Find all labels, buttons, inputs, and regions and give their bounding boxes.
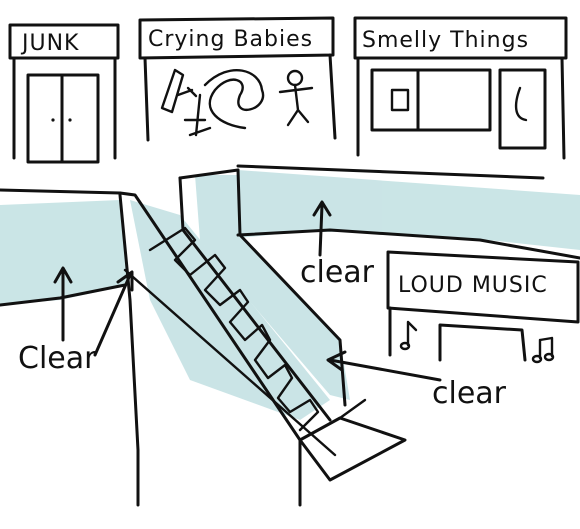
storefront-loud-music: LOUD MUSIC [386, 250, 580, 364]
annotation-center-text: clear [300, 255, 375, 290]
storefront-crying-babies: Crying Babies [138, 16, 337, 142]
annotation-center: clear [300, 200, 375, 290]
storefront-junk: JUNK [8, 23, 120, 164]
store-sign-crying-babies: Crying Babies [148, 27, 313, 52]
annotation-right: clear [326, 350, 507, 411]
annotation-left: Clear [18, 266, 134, 376]
storefront-smelly-things: Smelly Things [353, 16, 568, 160]
annotation-right-text: clear [432, 376, 507, 411]
store-sign-smelly-things: Smelly Things [362, 28, 529, 53]
store-sign-junk: JUNK [20, 31, 79, 56]
store-sign-loud-music: LOUD MUSIC [398, 273, 548, 298]
balcony-edges [0, 164, 580, 307]
escalator [118, 168, 407, 507]
annotation-left-text: Clear [18, 341, 97, 376]
